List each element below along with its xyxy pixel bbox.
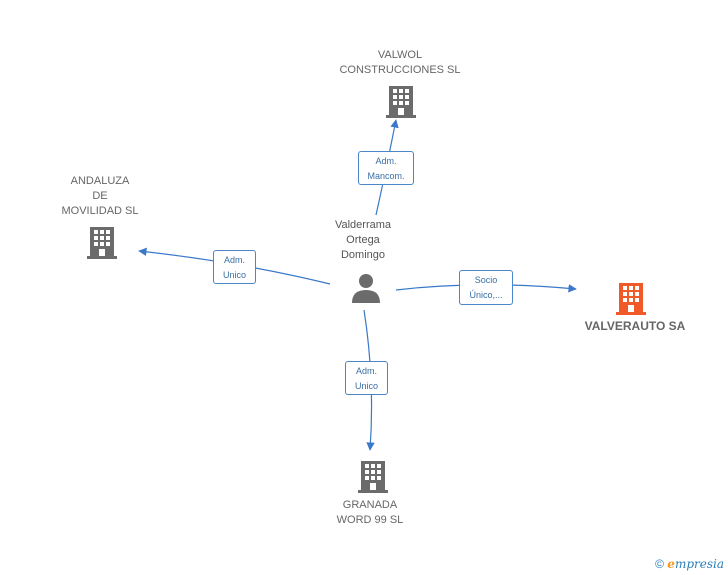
edge-label-granada: Adm. Unico [345,361,388,395]
person-icon [352,274,380,303]
building-icon [358,461,388,493]
building-icon [386,86,416,118]
edge-label-andaluza: Adm. Unico [213,250,256,284]
node-label-valwol[interactable]: VALWOL CONSTRUCCIONES SL [339,49,461,76]
node-label-granada[interactable]: GRANADA WORD 99 SL [336,499,404,526]
edge-label-valverauto: Socio Único,... [459,270,513,305]
building-icon-highlight [616,283,646,315]
brand-footer[interactable]: © empresia [655,557,724,571]
brand-logo: empresia [667,557,724,571]
node-label-valverauto[interactable]: VALVERAUTO SA [584,319,686,333]
edge-label-valwol: Adm. Mancom. [358,151,414,185]
building-icon [87,227,117,259]
node-label-andaluza[interactable]: ANDALUZA DE MOVILIDAD SL [61,175,139,217]
copyright-symbol: © [655,557,664,571]
brand-initial: e [667,557,675,571]
brand-name: mpresia [674,557,724,571]
center-person-name[interactable]: Valderrama Ortega Domingo [334,219,392,261]
